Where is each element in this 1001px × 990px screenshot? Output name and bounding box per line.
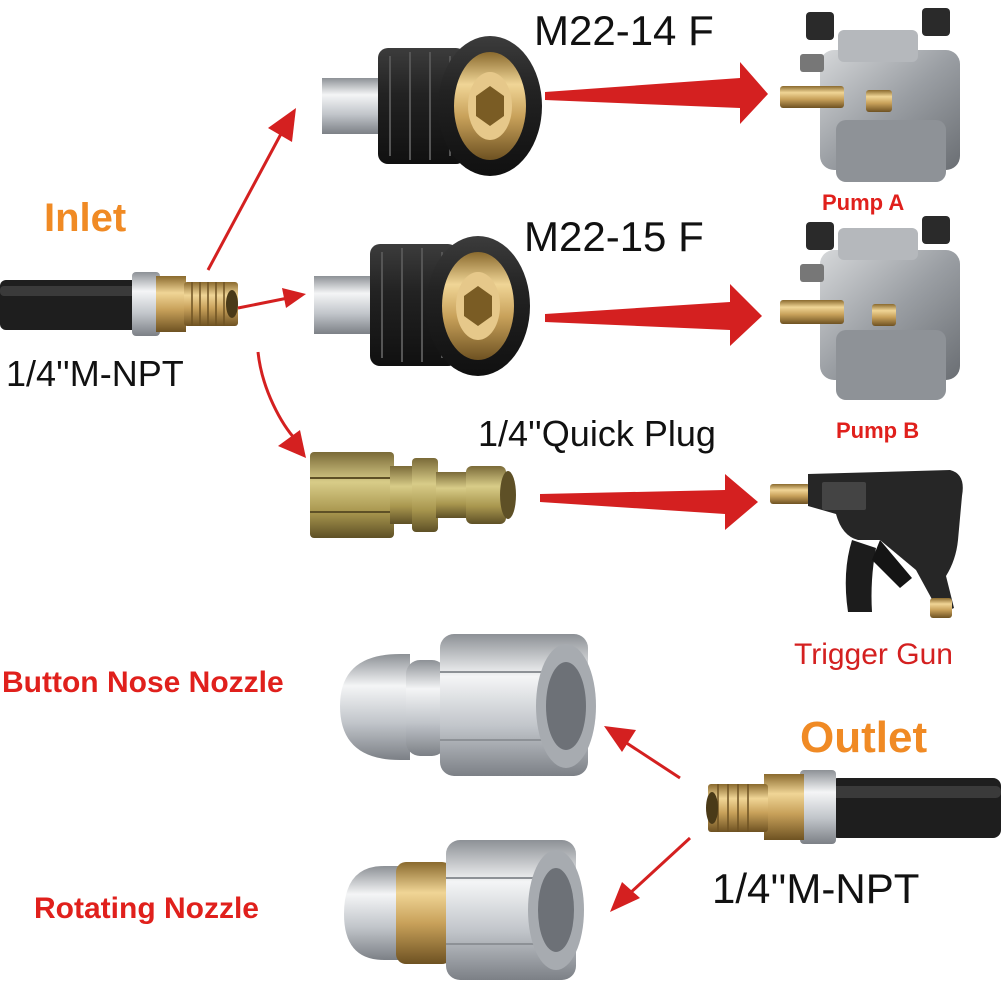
button-nose-nozzle-icon (340, 634, 596, 776)
button-nose-label: Button Nose Nozzle (2, 666, 284, 699)
outlet-thread-label: 1/4''M-NPT (712, 865, 920, 912)
pump-a-label: Pump A (822, 190, 905, 215)
m22-15-coupler-icon (314, 236, 530, 376)
m22-15-label: M22-15 F (524, 213, 704, 260)
pump-a-icon (780, 8, 960, 182)
quick-plug-icon (310, 452, 516, 538)
inlet-label: Inlet (44, 196, 127, 240)
pump-b-icon (780, 216, 960, 400)
outlet-hose-icon (706, 770, 1001, 844)
m22-14-coupler-icon (322, 36, 542, 176)
rotating-nozzle-icon (344, 840, 584, 980)
trigger-gun-label: Trigger Gun (794, 638, 953, 671)
m22-14-label: M22-14 F (534, 7, 714, 54)
trigger-gun-icon (770, 470, 963, 618)
rotating-nozzle-label: Rotating Nozzle (34, 892, 259, 925)
inlet-hose-icon (0, 272, 238, 336)
pump-b-label: Pump B (836, 418, 920, 443)
outlet-label: Outlet (800, 713, 928, 762)
arrow-icon (206, 62, 768, 912)
quick-plug-label: 1/4''Quick Plug (478, 413, 716, 454)
inlet-thread-label: 1/4''M-NPT (6, 353, 184, 394)
